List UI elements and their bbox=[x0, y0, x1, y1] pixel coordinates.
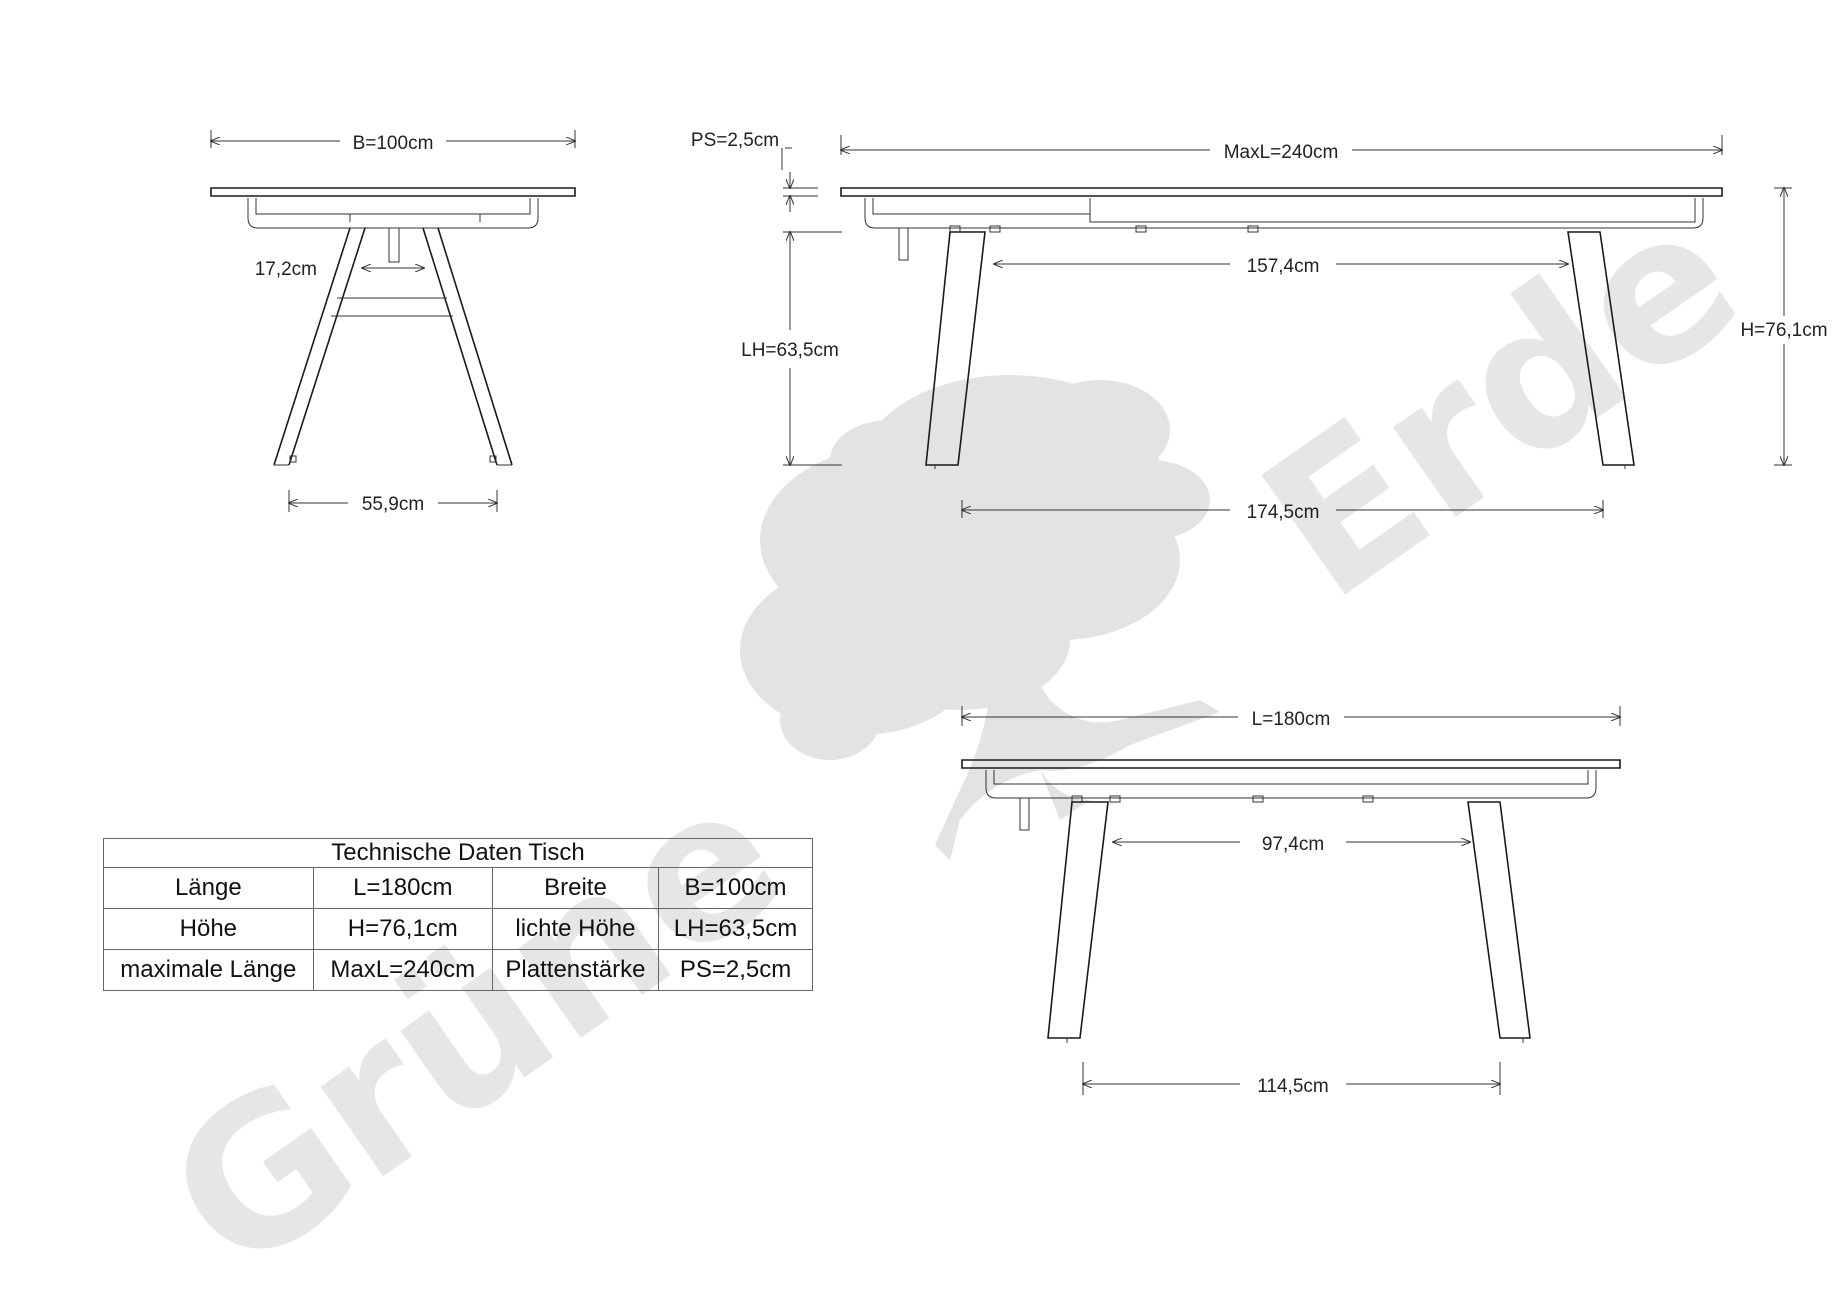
plate-thickness-label: PS=2,5cm bbox=[691, 130, 779, 151]
max-length-label: MaxL=240cm bbox=[1224, 142, 1339, 163]
watermark-word-gruene: Grüne bbox=[129, 737, 822, 1300]
spec-cell: MaxL=240cm bbox=[312, 949, 493, 991]
spec-cell: maximale Länge bbox=[103, 949, 314, 991]
side-view-normal: L=180cm 97,4cm 114,5cm bbox=[962, 706, 1620, 1097]
watermark-word-erde: Erde bbox=[1224, 159, 1779, 645]
spec-cell: PS=2,5cm bbox=[658, 949, 813, 991]
side-view-extended: MaxL=240cm PS=2,5cm 157,4cm LH=63,5cm H=… bbox=[691, 130, 1828, 523]
spec-table-title: Technische Daten Tisch bbox=[103, 838, 813, 868]
spec-cell: Breite bbox=[491, 867, 660, 909]
spec-cell: LH=63,5cm bbox=[658, 908, 813, 950]
table-row: Länge L=180cm Breite B=100cm bbox=[103, 867, 813, 909]
spec-cell: Länge bbox=[103, 867, 314, 909]
front-width-label: B=100cm bbox=[353, 133, 434, 154]
foot-span-label: 174,5cm bbox=[1247, 502, 1320, 523]
spec-cell: H=76,1cm bbox=[312, 908, 493, 950]
spec-table-title-row: Technische Daten Tisch bbox=[103, 838, 813, 868]
table-row: Höhe H=76,1cm lichte Höhe LH=63,5cm bbox=[103, 908, 813, 950]
spec-cell: Höhe bbox=[103, 908, 314, 950]
watermark: Grüne Erde bbox=[129, 159, 1779, 1300]
length-label: L=180cm bbox=[1252, 709, 1331, 730]
leg-height-label: LH=63,5cm bbox=[741, 340, 839, 361]
spec-cell: L=180cm bbox=[312, 867, 493, 909]
normal-foot-span-label: 114,5cm bbox=[1257, 1076, 1328, 1097]
front-inner-label: 17,2cm bbox=[255, 259, 317, 280]
spec-table: Technische Daten Tisch Länge L=180cm Bre… bbox=[103, 838, 813, 991]
front-view: B=100cm 17,2cm 55,9cm bbox=[211, 130, 575, 515]
front-foot-label: 55,9cm bbox=[362, 494, 424, 515]
spec-cell: B=100cm bbox=[658, 867, 813, 909]
height-label: H=76,1cm bbox=[1740, 320, 1827, 341]
tree-icon bbox=[740, 375, 1220, 860]
spec-cell: Plattenstärke bbox=[491, 949, 660, 991]
leg-inner-label: 157,4cm bbox=[1247, 256, 1320, 277]
normal-leg-inner-label: 97,4cm bbox=[1262, 834, 1324, 855]
spec-cell: lichte Höhe bbox=[491, 908, 660, 950]
table-row: maximale Länge MaxL=240cm Plattenstärke … bbox=[103, 949, 813, 991]
